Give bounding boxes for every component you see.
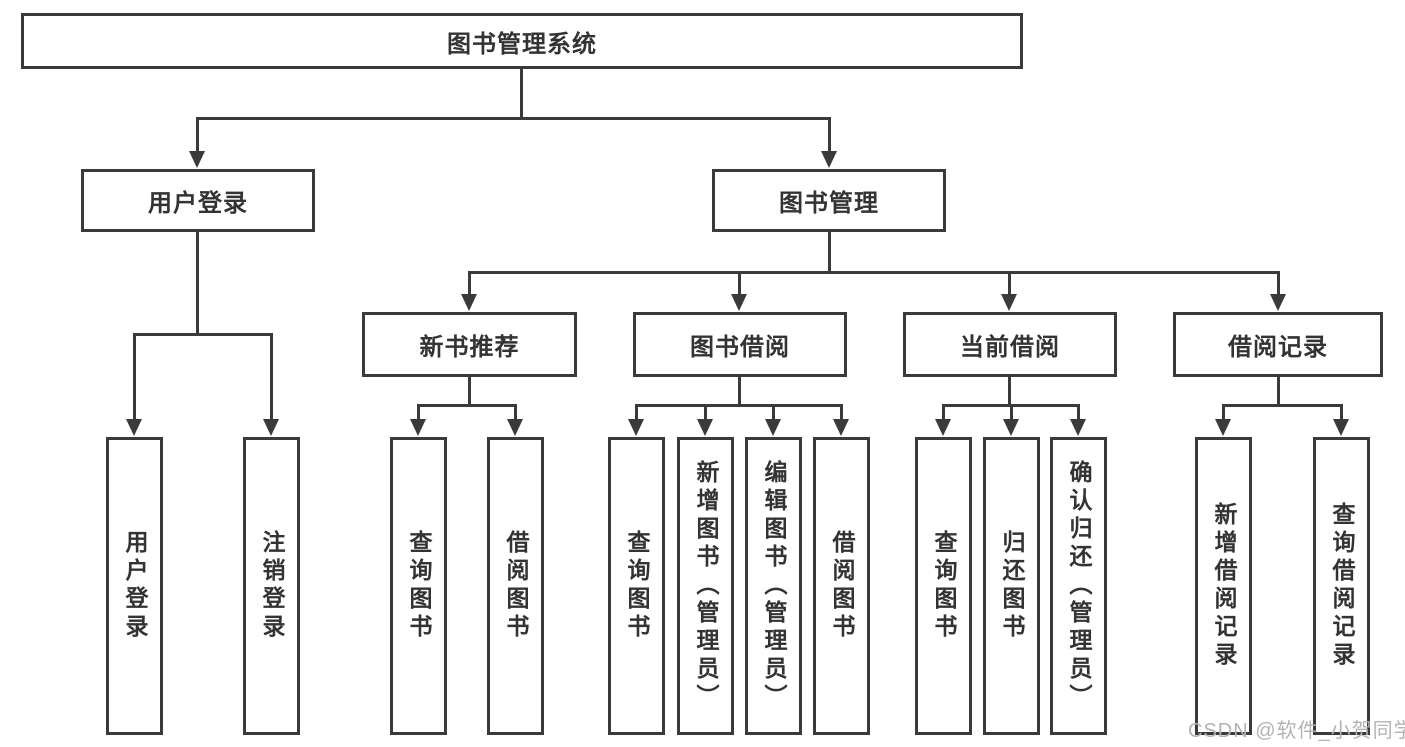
leaf-label: 查询图书	[624, 530, 650, 642]
leaf-label: 新增借阅记录	[1211, 502, 1237, 670]
leaf-confirm-return-admin: 确认归还（管理员）	[1050, 437, 1107, 735]
connector-leaf-stem	[635, 404, 638, 421]
leaf-add-book-admin: 新增图书（管理员）	[677, 437, 734, 735]
arrow-down-icon	[1003, 419, 1019, 436]
leaf-query-book-current: 查询图书	[915, 437, 972, 735]
connector-section1-down	[468, 377, 471, 407]
arrow-down-icon	[1333, 419, 1349, 436]
connector-section2-down	[738, 377, 741, 407]
connector-leaf-stem	[1010, 404, 1013, 421]
node-user-login: 用户登录	[81, 169, 315, 232]
arrow-down-icon	[697, 419, 713, 436]
arrow-down-icon	[1001, 294, 1017, 311]
node-borrow-records: 借阅记录	[1173, 312, 1383, 377]
connector-section4-branch	[1223, 404, 1342, 407]
connector-level3-branch	[468, 271, 1279, 274]
connector-section-stem	[738, 271, 741, 297]
arrow-down-icon	[1070, 419, 1086, 436]
connector-login-branch	[133, 333, 273, 336]
connector-section-stem	[468, 271, 471, 297]
leaf-label: 注销登录	[259, 530, 285, 642]
connector-leaf-stem	[704, 404, 707, 421]
arrow-down-icon	[1270, 294, 1286, 311]
arrow-down-icon	[731, 294, 747, 311]
leaf-label: 归还图书	[999, 530, 1025, 642]
csdn-watermark: CSDN @软件_小贺同学	[1188, 720, 1405, 742]
arrow-down-icon	[410, 419, 426, 436]
connector-management-down	[828, 232, 831, 274]
connector-section3-down	[1008, 377, 1011, 407]
connector-section-stem	[1277, 271, 1280, 297]
connector-leaf-stem	[942, 404, 945, 421]
leaf-add-borrow-record: 新增借阅记录	[1195, 437, 1252, 735]
connector-leaf-stem	[133, 333, 136, 421]
arrow-down-icon	[507, 419, 523, 436]
leaf-label: 用户登录	[122, 530, 148, 642]
arrow-down-icon	[189, 151, 205, 168]
connector-section2-branch	[636, 404, 842, 407]
connector-leaf-stem	[1077, 404, 1080, 421]
connector-section1-branch	[418, 404, 516, 407]
arrow-down-icon	[628, 419, 644, 436]
connector-leaf-stem	[1340, 404, 1343, 421]
connector-leaf-stem	[1222, 404, 1225, 421]
connector-leaf-stem	[417, 404, 420, 421]
leaf-label: 查询图书	[406, 530, 432, 642]
arrow-down-icon	[126, 419, 142, 436]
leaf-user-login: 用户登录	[106, 437, 163, 735]
leaf-label: 查询图书	[931, 530, 957, 642]
connector-leaf-stem	[840, 404, 843, 421]
node-book-borrow: 图书借阅	[633, 312, 847, 377]
connector-leaf-stem	[772, 404, 775, 421]
node-current-borrow: 当前借阅	[903, 312, 1117, 377]
connector-management-stem	[828, 117, 831, 152]
arrow-down-icon	[935, 419, 951, 436]
connector-section-stem	[1008, 271, 1011, 297]
arrow-down-icon	[833, 419, 849, 436]
arrow-down-icon	[461, 294, 477, 311]
arrow-down-icon	[263, 419, 279, 436]
leaf-query-book-recommend: 查询图书	[390, 437, 447, 735]
connector-leaf-stem	[270, 333, 273, 421]
leaf-query-borrow-record: 查询借阅记录	[1313, 437, 1370, 735]
leaf-label: 借阅图书	[503, 530, 529, 642]
leaf-query-book-borrow: 查询图书	[608, 437, 665, 735]
node-root: 图书管理系统	[21, 13, 1023, 69]
node-new-book-recommend: 新书推荐	[362, 312, 577, 377]
leaf-label: 确认归还（管理员）	[1066, 460, 1092, 712]
connector-section4-down	[1277, 377, 1280, 407]
leaf-edit-book-admin: 编辑图书（管理员）	[745, 437, 802, 735]
connector-level2-branch	[197, 117, 831, 120]
leaf-borrow-book: 借阅图书	[813, 437, 870, 735]
connector-leaf-stem	[514, 404, 517, 421]
connector-root-stem	[520, 69, 523, 118]
leaf-label: 查询借阅记录	[1329, 502, 1355, 670]
arrow-down-icon	[821, 151, 837, 168]
arrow-down-icon	[765, 419, 781, 436]
leaf-label: 编辑图书（管理员）	[761, 460, 787, 712]
node-book-management: 图书管理	[712, 169, 946, 232]
connector-login-stem	[196, 117, 199, 152]
leaf-borrow-book-recommend: 借阅图书	[487, 437, 544, 735]
leaf-logout: 注销登录	[243, 437, 300, 735]
leaf-return-book: 归还图书	[983, 437, 1040, 735]
connector-login-down	[196, 232, 199, 336]
leaf-label: 借阅图书	[829, 530, 855, 642]
arrow-down-icon	[1215, 419, 1231, 436]
leaf-label: 新增图书（管理员）	[693, 460, 719, 712]
